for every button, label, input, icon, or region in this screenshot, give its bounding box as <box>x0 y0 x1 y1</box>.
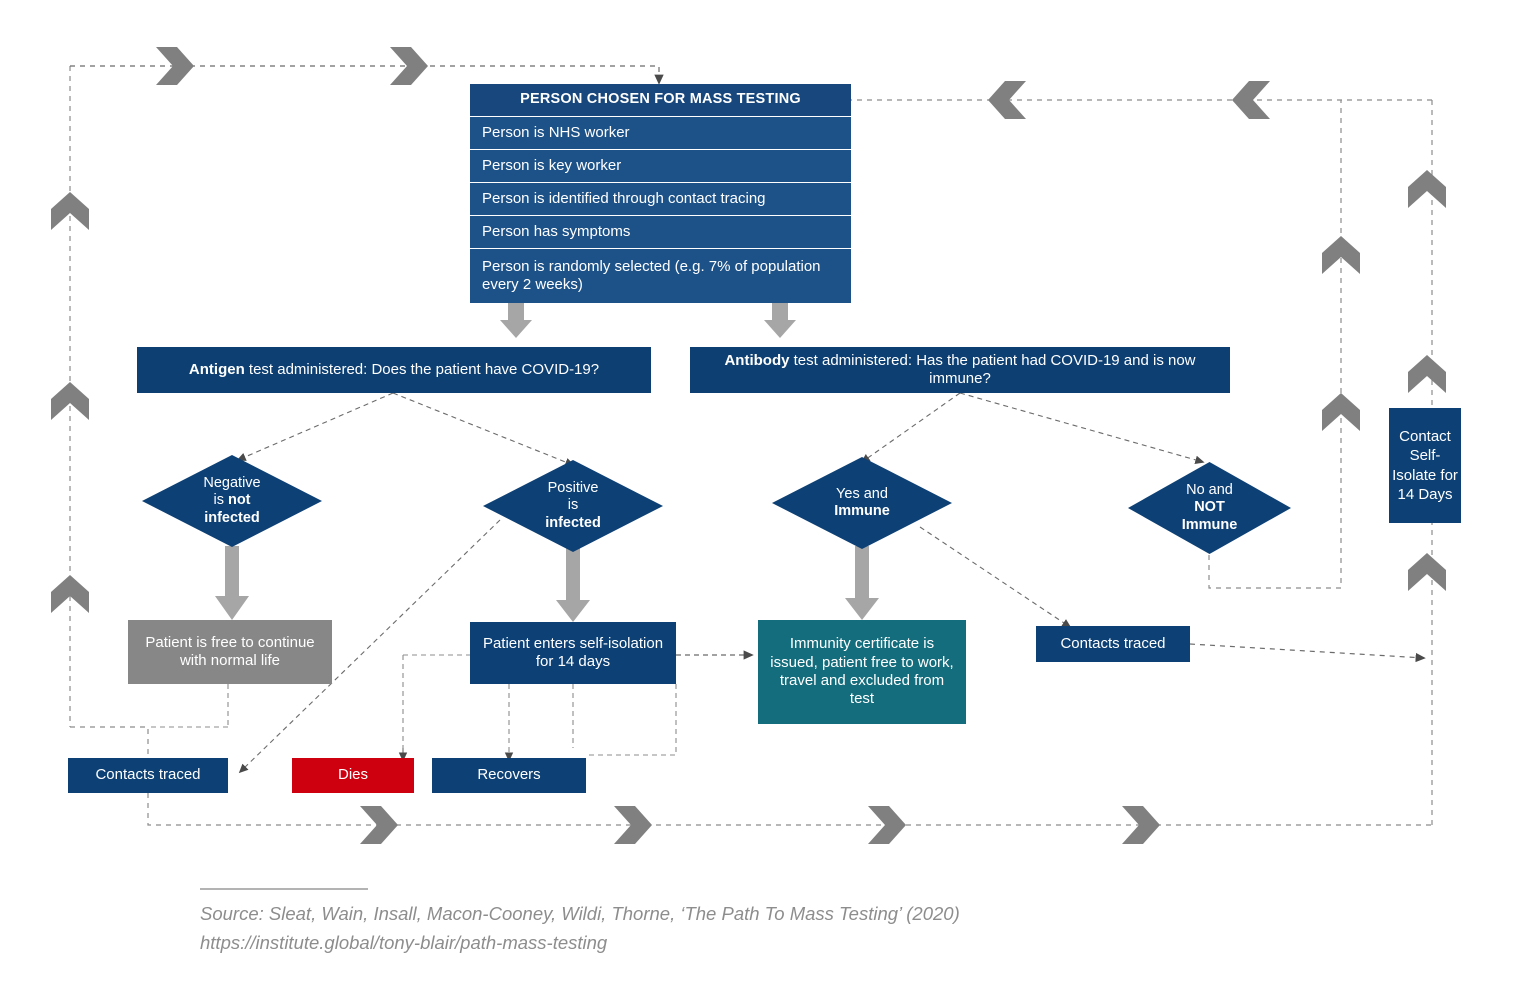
entry-criterion-label: Person is randomly selected (e.g. 7% of … <box>482 257 821 293</box>
chevron-up-icon <box>1408 355 1446 393</box>
entry-header-label: PERSON CHOSEN FOR MASS TESTING <box>520 91 801 108</box>
antigen-test-bold: Antigen <box>188 360 245 378</box>
source-line-2: https://institute.global/tony-blair/path… <box>200 931 608 953</box>
diamond-shape <box>772 457 952 549</box>
decision-no-immune: No and NOT Immune <box>1128 462 1291 554</box>
chevron-up-icon <box>51 575 89 613</box>
source-divider <box>200 888 368 890</box>
chevron-left-icon <box>1232 81 1270 119</box>
outcome-recovers-label: Recovers <box>477 766 541 784</box>
entry-criterion-5: Person is randomly selected (e.g. 7% of … <box>470 248 851 303</box>
entry-criterion-3: Person is identified through contact tra… <box>470 182 851 215</box>
entry-header: PERSON CHOSEN FOR MASS TESTING <box>470 84 851 116</box>
outcome-dies: Dies <box>292 758 414 793</box>
chevron-right-icon <box>360 806 398 844</box>
source-line-1: Source: Sleat, Wain, Insall, Macon-Coone… <box>200 903 960 924</box>
outcome-contacts-traced-right-label: Contacts traced <box>1060 634 1166 652</box>
entry-criterion-label: Person is identified through contact tra… <box>482 189 766 207</box>
outcome-immunity-certificate: Immunity certificate is issued, patient … <box>758 620 966 724</box>
antibody-test-bold: Antibody <box>724 351 790 369</box>
chevron-right-icon <box>156 47 194 85</box>
diamond-shape <box>142 455 322 547</box>
antigen-test-rest: test administered: Does the patient have… <box>244 360 600 378</box>
decision-positive: Positive is infected <box>483 460 663 552</box>
chevron-up-icon <box>1322 236 1360 274</box>
outcome-immunity-certificate-label: Immunity certificate is issued, patient … <box>770 635 954 708</box>
antibody-test-rest: test administered: Has the patient had C… <box>789 351 1196 387</box>
chevron-up-icon <box>1408 170 1446 208</box>
diamond-shape <box>1128 462 1291 554</box>
decision-negative: Negative is not infected <box>142 455 322 547</box>
entry-criterion-2: Person is key worker <box>470 149 851 182</box>
chevron-up-icon <box>1408 553 1446 591</box>
outcome-normal-life: Patient is free to continue with normal … <box>128 620 332 684</box>
entry-criterion-1: Person is NHS worker <box>470 116 851 149</box>
chevron-up-icon <box>51 382 89 420</box>
chevron-right-icon <box>1122 806 1160 844</box>
antibody-test-box: Antibody test administered: Has the pati… <box>690 347 1230 393</box>
outcome-contact-self-isolate-label: Contact Self-Isolate for 14 Days <box>1392 427 1458 504</box>
chevron-up-icon <box>1322 393 1360 431</box>
outcome-contacts-traced-left: Contacts traced <box>68 758 228 793</box>
chevron-right-icon <box>614 806 652 844</box>
antigen-test-box: Antigen test administered: Does the pati… <box>137 347 651 393</box>
decision-yes-immune: Yes and Immune <box>772 457 952 549</box>
diamond-shape <box>483 460 663 552</box>
chevron-left-icon <box>988 81 1026 119</box>
entry-criterion-label: Person has symptoms <box>482 222 631 240</box>
outcome-self-isolation-label: Patient enters self-isolation for 14 day… <box>482 634 664 670</box>
outcome-dies-label: Dies <box>337 766 368 784</box>
outcome-self-isolation: Patient enters self-isolation for 14 day… <box>470 622 676 684</box>
outcome-recovers: Recovers <box>432 758 586 793</box>
chevron-right-icon <box>868 806 906 844</box>
entry-criterion-label: Person is NHS worker <box>482 123 630 141</box>
outcome-contacts-traced-left-label: Contacts traced <box>95 766 201 784</box>
source-note: Source: Sleat, Wain, Insall, Macon-Coone… <box>200 900 1300 957</box>
chevron-right-icon <box>390 47 428 85</box>
entry-criterion-4: Person has symptoms <box>470 215 851 248</box>
outcome-normal-life-label: Patient is free to continue with normal … <box>145 633 315 669</box>
entry-criterion-label: Person is key worker <box>482 156 622 174</box>
outcome-contacts-traced-right: Contacts traced <box>1036 626 1190 662</box>
outcome-contact-self-isolate: Contact Self-Isolate for 14 Days <box>1389 408 1461 523</box>
chevron-up-icon <box>51 192 89 230</box>
